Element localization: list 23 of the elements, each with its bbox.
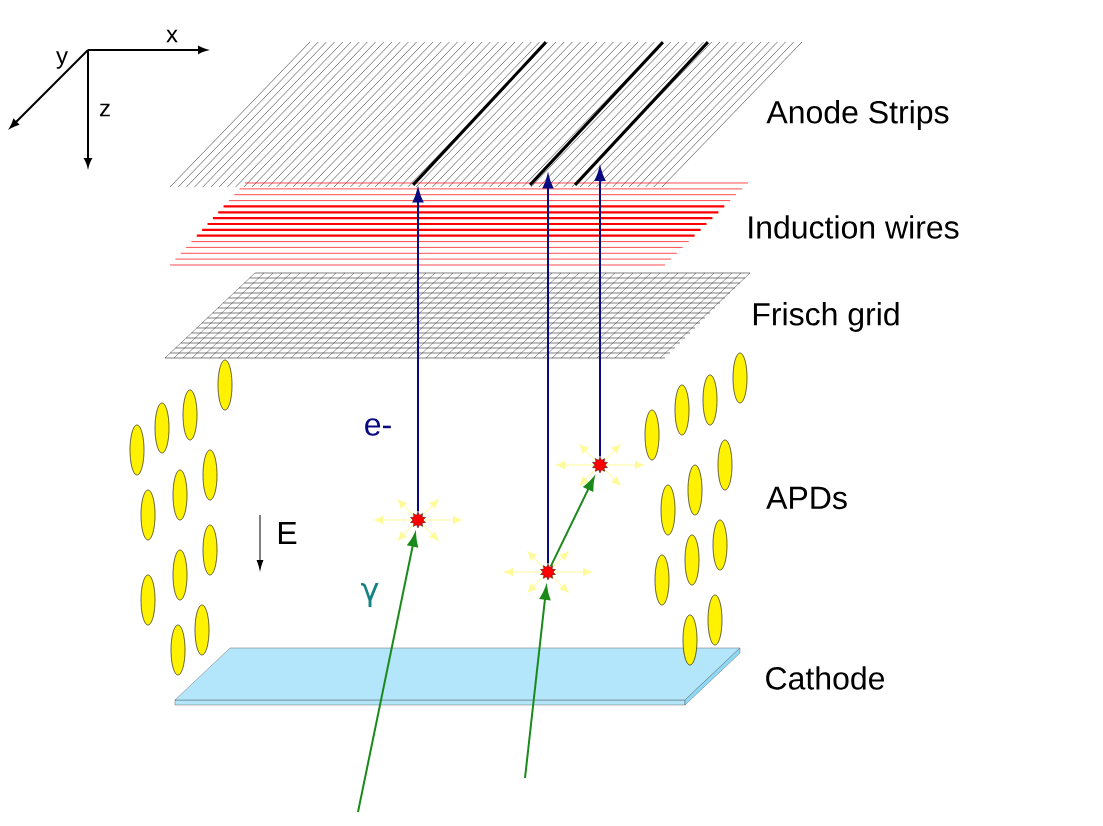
electron-drift-arrow — [542, 174, 554, 565]
label: Frisch grid — [753, 302, 899, 332]
electron-drift-arrow — [594, 167, 606, 458]
label: Induction wires — [749, 215, 959, 239]
label: APDs — [766, 486, 847, 510]
interaction-point — [540, 563, 556, 581]
gamma-track-arrow — [524, 586, 551, 779]
label: y — [56, 51, 68, 69]
electron-drift-arrow — [412, 188, 424, 513]
label: γ — [361, 582, 379, 608]
label: Anode Strips — [766, 100, 949, 130]
gamma-track-arrow — [357, 533, 418, 813]
label: Cathode — [766, 666, 885, 690]
anode-strip — [529, 41, 664, 186]
anode-strip — [574, 41, 709, 186]
interaction-point — [410, 511, 426, 529]
anode-strip — [412, 41, 547, 186]
label: z — [100, 103, 110, 117]
gamma-track-arrow — [549, 477, 595, 568]
interaction-point — [592, 456, 608, 474]
label: e- — [365, 418, 391, 436]
label: E — [278, 522, 297, 544]
label: x — [166, 29, 178, 43]
